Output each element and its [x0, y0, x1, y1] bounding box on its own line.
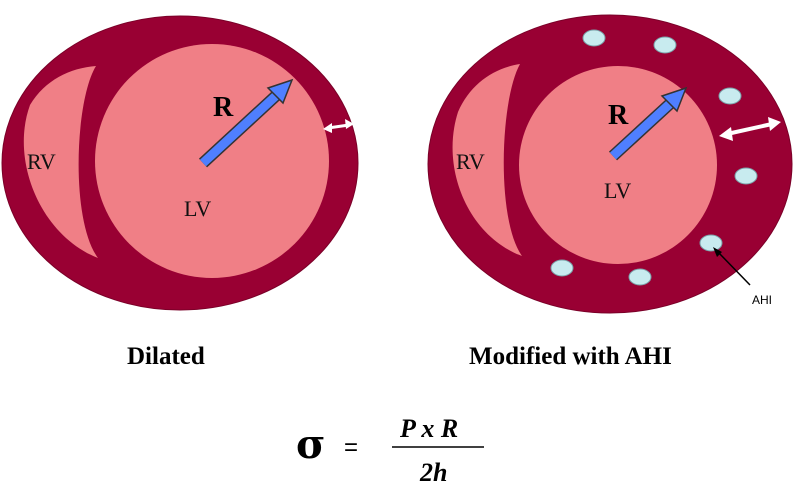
modified-rv-cavity [452, 64, 522, 256]
dilated-rv-label: RV [27, 149, 56, 174]
ahi-pointer-arrow [713, 247, 751, 286]
ahi-inclusion [628, 268, 652, 286]
dilated-heart: R RV LV [1, 15, 359, 311]
dilated-radius-arrow [198, 78, 294, 168]
dilated-radius-label: R [213, 92, 234, 123]
ahi-inclusion [582, 29, 606, 47]
laplace-formula: σ = P x R 2h [296, 414, 484, 487]
stress-symbol: σ [296, 421, 326, 468]
ahi-inclusion [734, 167, 758, 185]
modified-wall-thickness-arrow [719, 117, 781, 141]
modified-lv-cavity [519, 66, 717, 264]
modified-heart: R RV LV AHI [427, 14, 793, 314]
ahi-label: AHI [752, 293, 772, 307]
modified-lv-label: LV [604, 178, 631, 203]
modified-radius-arrow [608, 86, 688, 161]
modified-rv-label: RV [456, 149, 485, 174]
ahi-inclusion [699, 234, 723, 252]
dilated-caption: Dilated [127, 343, 205, 370]
ahi-inclusion [718, 87, 742, 105]
formula-denominator: 2h [419, 458, 447, 487]
equals-sign: = [344, 434, 358, 461]
modified-radius-label: R [608, 100, 629, 131]
dilated-rv-cavity [23, 66, 98, 258]
ahi-inclusions [550, 29, 758, 286]
modified-caption: Modified with AHI [469, 343, 672, 370]
dilated-lv-label: LV [184, 196, 211, 221]
dilated-wall-thickness-arrow [323, 119, 354, 133]
ahi-inclusion [653, 36, 677, 54]
ahi-inclusion [550, 259, 574, 277]
formula-numerator: P x R [399, 414, 458, 443]
